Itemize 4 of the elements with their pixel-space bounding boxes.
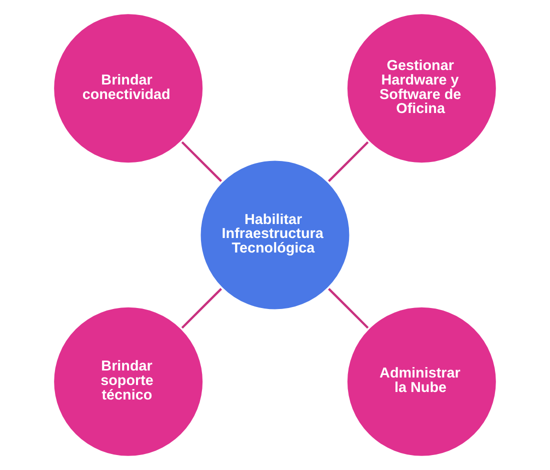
connector — [328, 288, 369, 329]
connector — [181, 288, 222, 329]
connector — [181, 141, 222, 182]
connector — [328, 141, 369, 182]
